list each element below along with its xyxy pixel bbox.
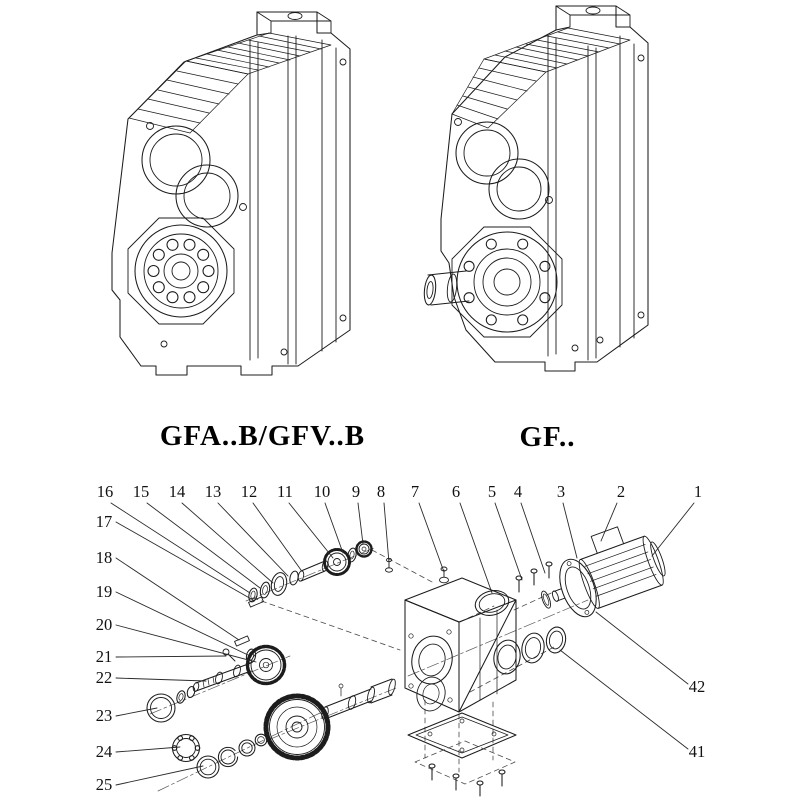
leader-line-20 (115, 624, 257, 663)
leader-line-8 (383, 502, 390, 564)
part-number-20: 20 (96, 615, 113, 634)
part-number-11: 11 (277, 482, 293, 501)
leader-line-23 (115, 707, 158, 717)
retaining-rings (493, 626, 567, 675)
leader-line-21 (115, 655, 227, 658)
part-number-22: 22 (96, 668, 113, 687)
part-number-24: 24 (96, 742, 113, 761)
leader-line-18 (115, 557, 240, 641)
flange-bolt-holes (463, 238, 551, 326)
leader-line-15 (146, 502, 261, 589)
part-number-13: 13 (205, 482, 222, 501)
intermediate-gear-assembly (146, 635, 287, 723)
callouts-layer: 1234567891011121314151617181920212223242… (96, 482, 706, 794)
leader-line-5 (494, 502, 523, 581)
part-number-23: 23 (96, 706, 113, 725)
output-shaft (423, 270, 470, 306)
part-number-19: 19 (96, 582, 113, 601)
part-number-1: 1 (694, 482, 702, 501)
leader-line-14 (181, 502, 274, 584)
leader-line-24 (115, 746, 181, 753)
leader-line-16 (110, 502, 251, 594)
part-number-7: 7 (411, 482, 419, 501)
flange-gasket (474, 590, 510, 616)
part-number-10: 10 (314, 482, 331, 501)
part-number-9: 9 (352, 482, 360, 501)
model-label-gfab-gfvb: GFA..B/GFV..B (159, 420, 366, 452)
flange-bolts (515, 561, 553, 593)
part-number-18: 18 (96, 548, 113, 567)
housing (385, 557, 517, 713)
model-label-gf: GF.. (519, 421, 576, 453)
leader-line-4 (520, 502, 546, 574)
output-bearing-set (171, 733, 268, 779)
part-number-2: 2 (617, 482, 625, 501)
exploded-parts-view: 1234567891011121314151617181920212223242… (96, 482, 706, 797)
part-number-8: 8 (377, 482, 385, 501)
gearbox-foot-mounted-drawing (111, 11, 351, 376)
leader-line-12 (252, 502, 302, 571)
part-number-41: 41 (689, 742, 706, 761)
leader-line-10 (324, 502, 344, 554)
leader-line-9 (357, 502, 364, 545)
input-shaft-assembly-upper (248, 540, 373, 608)
leader-line-2 (600, 502, 618, 542)
bearing-rollers (147, 238, 215, 304)
part-number-5: 5 (488, 482, 496, 501)
part-number-3: 3 (557, 482, 565, 501)
leader-line-41 (559, 649, 689, 750)
part-number-15: 15 (133, 482, 150, 501)
part-number-6: 6 (452, 482, 460, 501)
part-number-12: 12 (241, 482, 258, 501)
leader-line-42 (595, 611, 689, 685)
leader-line-3 (562, 502, 578, 559)
leader-line-11 (288, 502, 334, 559)
part-number-17: 17 (96, 512, 113, 531)
leader-line-22 (115, 677, 207, 682)
part-number-16: 16 (97, 482, 114, 501)
leader-line-6 (459, 502, 493, 594)
output-gear-and-shaft (263, 678, 396, 761)
leader-line-7 (418, 502, 445, 573)
gearbox-shaft-mounted-drawing (423, 5, 649, 372)
leader-line-25 (115, 765, 204, 786)
leader-line-19 (115, 591, 249, 656)
part-number-4: 4 (514, 482, 522, 501)
motor (541, 526, 666, 618)
part-number-42: 42 (689, 677, 706, 696)
part-number-25: 25 (96, 775, 113, 794)
part-number-14: 14 (169, 482, 186, 501)
leader-line-13 (217, 502, 289, 577)
leader-line-1 (651, 502, 695, 557)
base-gasket-plate (407, 712, 517, 797)
base-bolts (428, 763, 506, 797)
leader-line-17 (115, 521, 254, 601)
part-number-21: 21 (96, 647, 113, 666)
